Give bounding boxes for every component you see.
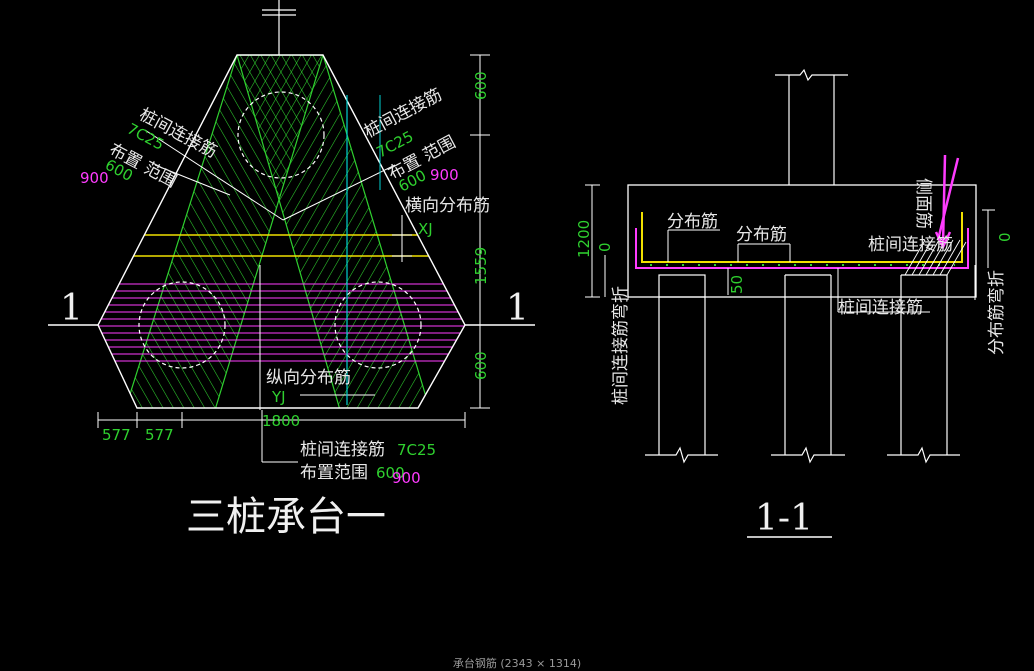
label-tie-bend: 桩间连接筋弯折 bbox=[611, 286, 631, 405]
value-bottom-900: 900 bbox=[392, 469, 421, 487]
section-distribution-rebar bbox=[641, 212, 963, 263]
label-range-bottom: 布置范围 bbox=[300, 463, 368, 483]
section-dim-zero-left: 0 bbox=[596, 242, 614, 252]
section-side-hatch bbox=[904, 239, 967, 276]
label-tie-bottom: 桩间连接筋 bbox=[300, 440, 385, 460]
label-tie-top: 桩间连接筋 bbox=[868, 235, 953, 255]
section-mark-left: 1 bbox=[60, 288, 83, 329]
label-distribution-2: 分布筋 bbox=[736, 225, 787, 245]
longitudinal-rebars bbox=[98, 283, 465, 362]
label-distribution-bend: 分布筋弯折 bbox=[987, 270, 1007, 355]
code-xj: XJ bbox=[418, 220, 433, 238]
pile-right bbox=[334, 281, 422, 369]
dim-bottom-1800: 1800 bbox=[262, 412, 300, 430]
section-arrows bbox=[934, 154, 960, 250]
horizontal-distribution-rebars bbox=[98, 234, 465, 257]
section-mark-right: 1 bbox=[506, 288, 529, 329]
piles bbox=[138, 91, 422, 369]
rebar-bands bbox=[90, 55, 470, 408]
dim-bottom-577-b: 577 bbox=[145, 426, 174, 444]
pile-top bbox=[237, 91, 325, 179]
label-tie-bottom-section: 桩间连接筋 bbox=[838, 298, 923, 318]
plan-title: 三桩承台一 bbox=[186, 494, 386, 540]
value-right-900: 900 bbox=[430, 166, 459, 184]
section-dim-height: 1200 bbox=[575, 220, 593, 258]
value-bottom-7c25: 7C25 bbox=[397, 441, 436, 459]
tie-band-bottom bbox=[90, 292, 470, 362]
label-horizontal-distribution: 横向分布筋 bbox=[405, 196, 490, 216]
section-tie-rebar bbox=[635, 228, 969, 269]
dim-right-600-top: 600 bbox=[472, 71, 490, 100]
label-side-rebar: 侧面筋 bbox=[913, 178, 933, 229]
section-cap-outline bbox=[627, 184, 977, 298]
section-title: 1-1 bbox=[755, 498, 813, 539]
plan-view: 1 1 桩间连接筋 7C25 布置 范围 600 900 桩间连接筋 7C25 … bbox=[48, 0, 535, 540]
value-bottom-600: 600 bbox=[376, 464, 405, 482]
dim-right-1559: 1559 bbox=[472, 247, 490, 285]
dim-right-600-bottom: 600 bbox=[472, 351, 490, 380]
label-distribution-1: 分布筋 bbox=[667, 212, 718, 232]
dimension-bottom bbox=[97, 412, 466, 428]
dimension-right bbox=[470, 54, 490, 409]
code-yj: YJ bbox=[271, 388, 286, 406]
xj-marker bbox=[392, 215, 412, 262]
section-dim-cover: 50 bbox=[728, 275, 746, 294]
label-longitudinal-distribution: 纵向分布筋 bbox=[266, 368, 351, 388]
image-caption: 承台钢筋 (2343 × 1314) bbox=[452, 657, 582, 670]
section-view: 1200 0 0 50 分布筋 分布筋 桩间连接筋 侧面筋 桩间连接筋 桩间连接… bbox=[575, 68, 1014, 539]
section-leaders bbox=[627, 229, 976, 313]
section-column bbox=[775, 68, 848, 185]
section-dimension-left bbox=[585, 184, 995, 298]
section-piles bbox=[645, 274, 960, 464]
tie-band-right bbox=[236, 55, 431, 408]
pile-left bbox=[138, 281, 226, 369]
section-dim-zero-right: 0 bbox=[996, 232, 1014, 242]
dim-bottom-577-a: 577 bbox=[102, 426, 131, 444]
leader-lines bbox=[144, 129, 396, 463]
column-break-mark bbox=[262, 0, 296, 55]
value-left-900: 900 bbox=[80, 169, 109, 187]
